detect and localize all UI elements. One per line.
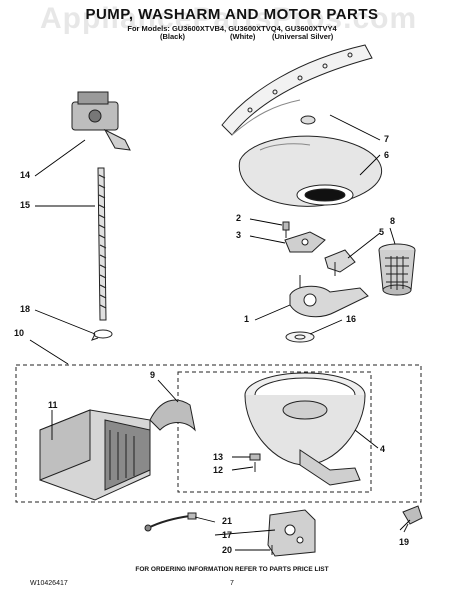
callout-4: 4 <box>380 444 386 454</box>
diverter-part-5 <box>324 249 356 276</box>
callout-7: 7 <box>384 134 390 144</box>
callout-2: 2 <box>236 213 242 223</box>
color-label-silver: (Universal Silver) <box>272 32 334 41</box>
callout-19: 19 <box>399 537 410 547</box>
callout-11: 11 <box>48 400 58 410</box>
callout-16: 16 <box>346 314 357 324</box>
document-number: W10426417 <box>30 580 68 587</box>
callout-13: 13 <box>213 452 224 462</box>
elbow-hose-part-9 <box>149 399 196 432</box>
grommet-part-13 <box>249 453 261 461</box>
shroud-part <box>238 135 383 207</box>
spray-arm-part <box>221 44 373 136</box>
callout-15: 15 <box>20 200 31 210</box>
clamp-part-18 <box>91 329 113 341</box>
sump-box <box>177 371 372 493</box>
sensor-part-19 <box>402 505 423 533</box>
drain-pump-part-14 <box>71 91 131 151</box>
models-line: For Models: GU3600XTVB4, GU3600XTVQ4, GU… <box>127 24 337 33</box>
callout-3: 3 <box>236 230 242 240</box>
callout-17: 17 <box>222 530 233 540</box>
sump-basin <box>244 372 366 486</box>
callout-5: 5 <box>379 227 385 237</box>
pump-housing-part-1 <box>289 275 369 318</box>
bracket-part-3 <box>284 231 326 253</box>
callout-8: 8 <box>390 216 396 226</box>
filter-part-8 <box>378 243 416 296</box>
motor-part-11 <box>39 409 151 501</box>
callout-6: 6 <box>384 150 390 160</box>
screw-part-2 <box>282 221 290 238</box>
page-title: PUMP, WASHARM AND MOTOR PARTS <box>85 6 379 23</box>
callout-1: 1 <box>244 314 250 324</box>
callout-20: 20 <box>222 545 233 555</box>
callout-10: 10 <box>14 328 25 338</box>
color-label-white: (White) <box>230 32 256 41</box>
color-label-black: (Black) <box>160 32 186 41</box>
callout-12: 12 <box>213 465 224 475</box>
callout-9: 9 <box>150 370 156 380</box>
ordering-note: FOR ORDERING INFORMATION REFER TO PARTS … <box>135 566 329 573</box>
harness-part-21 <box>144 512 197 532</box>
hose-part-15 <box>97 167 107 321</box>
page-number: 7 <box>230 580 234 587</box>
leader-lines <box>29 114 411 551</box>
callout-21: 21 <box>222 516 233 526</box>
pump-base-part-17 <box>267 509 316 557</box>
callout-18: 18 <box>20 304 31 314</box>
assembly-box-10 <box>15 364 422 503</box>
gasket-part-16 <box>285 331 315 343</box>
callout-14: 14 <box>20 170 31 180</box>
